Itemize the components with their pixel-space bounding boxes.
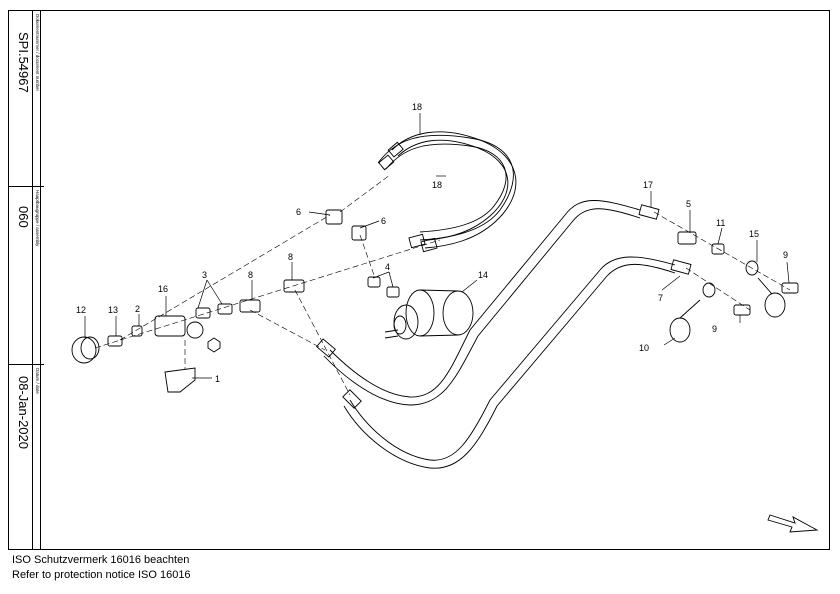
callout-8: 8 — [288, 252, 293, 262]
callout-7: 7 — [658, 293, 663, 303]
right-fittings — [677, 231, 799, 316]
bracket-1 — [164, 367, 196, 393]
callout-8: 8 — [248, 270, 253, 280]
drawing-frame — [8, 10, 830, 550]
callout-4: 4 — [385, 262, 390, 272]
leader-lines — [84, 113, 790, 379]
callout-6: 6 — [296, 207, 301, 217]
fitting-16-bracket — [154, 315, 221, 353]
assembly-lines — [94, 174, 791, 396]
title-block-divider — [8, 186, 44, 187]
caps-10-15 — [669, 277, 786, 343]
callout-9: 9 — [783, 250, 788, 260]
elbows-6 — [325, 209, 367, 241]
callout-17: 17 — [643, 180, 653, 190]
callout-14: 14 — [478, 270, 488, 280]
callout-18: 18 — [412, 102, 422, 112]
hose-18 — [377, 131, 517, 253]
title-block-label-column — [32, 10, 41, 550]
protection-notice-de: ISO Schutzvermerk 16016 beachten — [12, 554, 190, 566]
protection-notice-en: Refer to protection notice ISO 16016 — [12, 569, 191, 581]
callout-3: 3 — [202, 270, 207, 280]
callout-16: 16 — [158, 284, 168, 294]
callout-11: 11 — [716, 218, 725, 228]
callout-15: 15 — [749, 229, 759, 239]
callout-9: 9 — [712, 324, 717, 334]
fitting-13 — [107, 335, 123, 347]
callout-5: 5 — [686, 199, 691, 209]
fittings-3 — [195, 303, 233, 319]
callout-2: 2 — [135, 304, 140, 314]
callout-12: 12 — [76, 305, 86, 315]
fittings-4 — [367, 276, 400, 298]
callout-10: 10 — [639, 343, 649, 353]
callout-1: 1 — [215, 374, 220, 384]
title-block-value-column — [8, 10, 33, 550]
pipe-17 — [316, 200, 660, 406]
fitting-2 — [131, 325, 143, 337]
pipe-7 — [342, 256, 692, 469]
callout-6: 6 — [381, 216, 386, 226]
callout-18: 18 — [432, 180, 442, 190]
callout-13: 13 — [108, 305, 118, 315]
direction-arrow-icon — [767, 514, 819, 533]
hydraulic-motor-14 — [384, 289, 474, 340]
title-block-divider — [8, 364, 44, 365]
cap-12 — [71, 336, 100, 364]
title-block: Dokumentnummer / document number SPI.549… — [8, 10, 44, 550]
tee-8 — [239, 279, 305, 313]
